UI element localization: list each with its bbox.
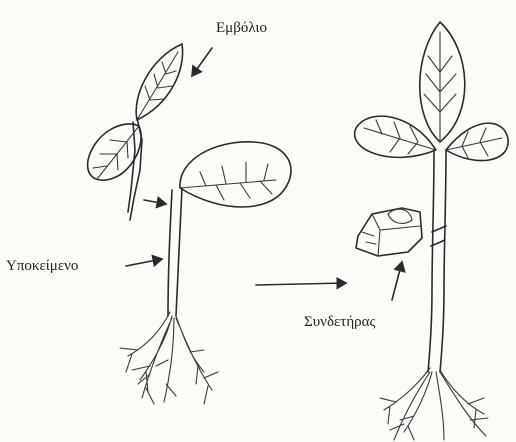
clip-label: Συνδετήρας (304, 314, 375, 331)
scion-cutting (88, 44, 183, 220)
grafted-plant (355, 22, 508, 440)
rootstock-arrow (126, 259, 162, 266)
scion-arrow (192, 48, 212, 76)
graft-point-arrow (144, 200, 166, 204)
rootstock-plant (120, 142, 291, 404)
process-arrow (256, 283, 346, 285)
scion-label: Εμβόλιο (216, 20, 267, 37)
clip-illustration (356, 208, 422, 256)
clip-arrow (392, 262, 402, 300)
rootstock-label: Υποκείμενο (6, 258, 78, 275)
